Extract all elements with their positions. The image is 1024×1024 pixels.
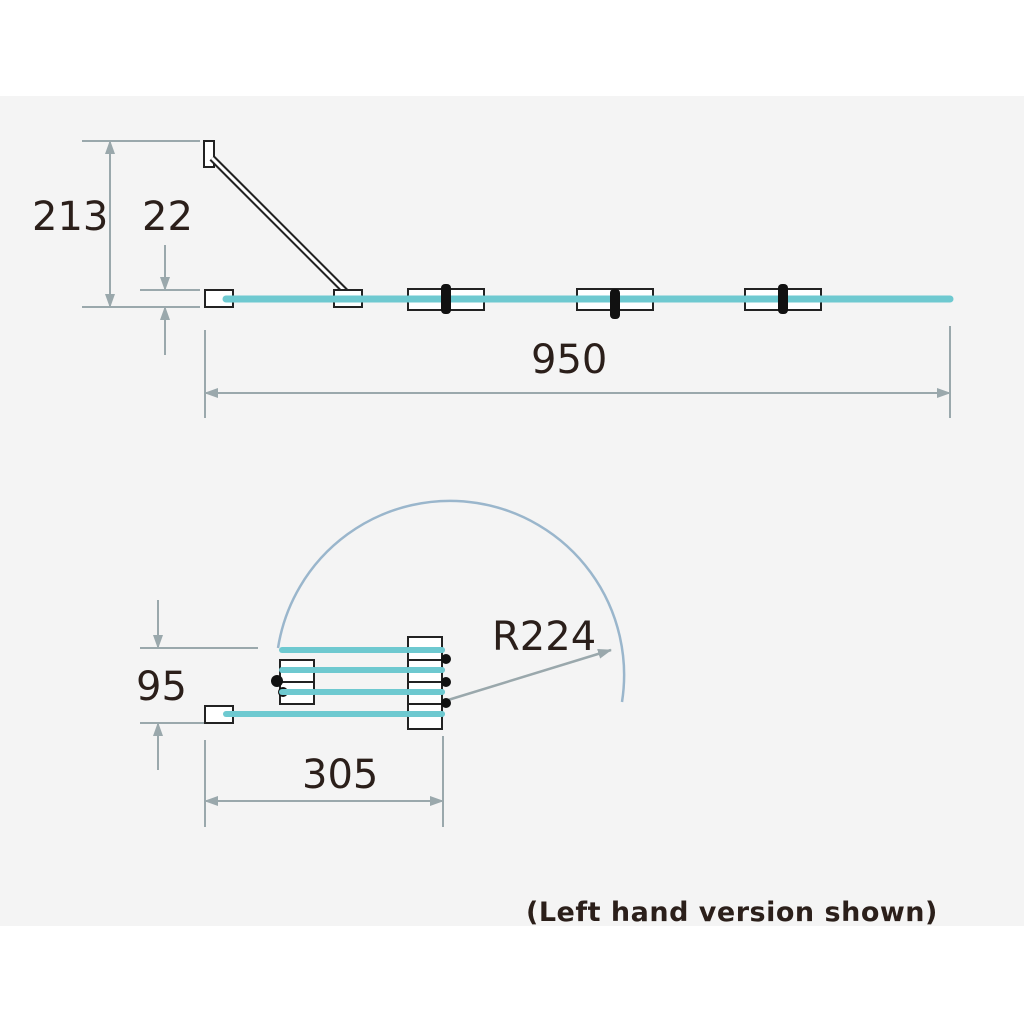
- folded-hinge-right: [405, 636, 451, 730]
- radius-arrow: [447, 648, 612, 702]
- wall-bracket-top: [203, 140, 215, 168]
- dim-label-95: 95: [136, 664, 187, 710]
- hinge-pin-icon: [441, 654, 451, 664]
- support-arm-inner: [210, 156, 349, 295]
- dim-label-950: 950: [531, 337, 607, 383]
- dim-label-radius: R224: [492, 614, 596, 660]
- hinge-pin-icon: [778, 284, 788, 314]
- swing-arc: [276, 499, 626, 703]
- folded-hinge-left: [271, 659, 317, 705]
- version-note: (Left hand version shown): [526, 897, 938, 928]
- hinge-3: [741, 284, 825, 314]
- hinge-pin-icon: [441, 698, 451, 708]
- dim-label-213: 213: [32, 194, 108, 240]
- dim-label-22: 22: [142, 194, 193, 240]
- top-view: 213 22: [32, 140, 954, 418]
- hinge-pin-icon: [441, 284, 451, 314]
- hinge-1: [404, 284, 488, 314]
- hinge-pin-icon: [610, 289, 620, 319]
- hinge-pin-icon: [271, 675, 283, 687]
- folded-view: R224 95: [136, 499, 626, 827]
- hinge-pin-icon: [441, 677, 451, 687]
- hinge-2: [573, 288, 657, 319]
- dim-label-305: 305: [302, 752, 378, 798]
